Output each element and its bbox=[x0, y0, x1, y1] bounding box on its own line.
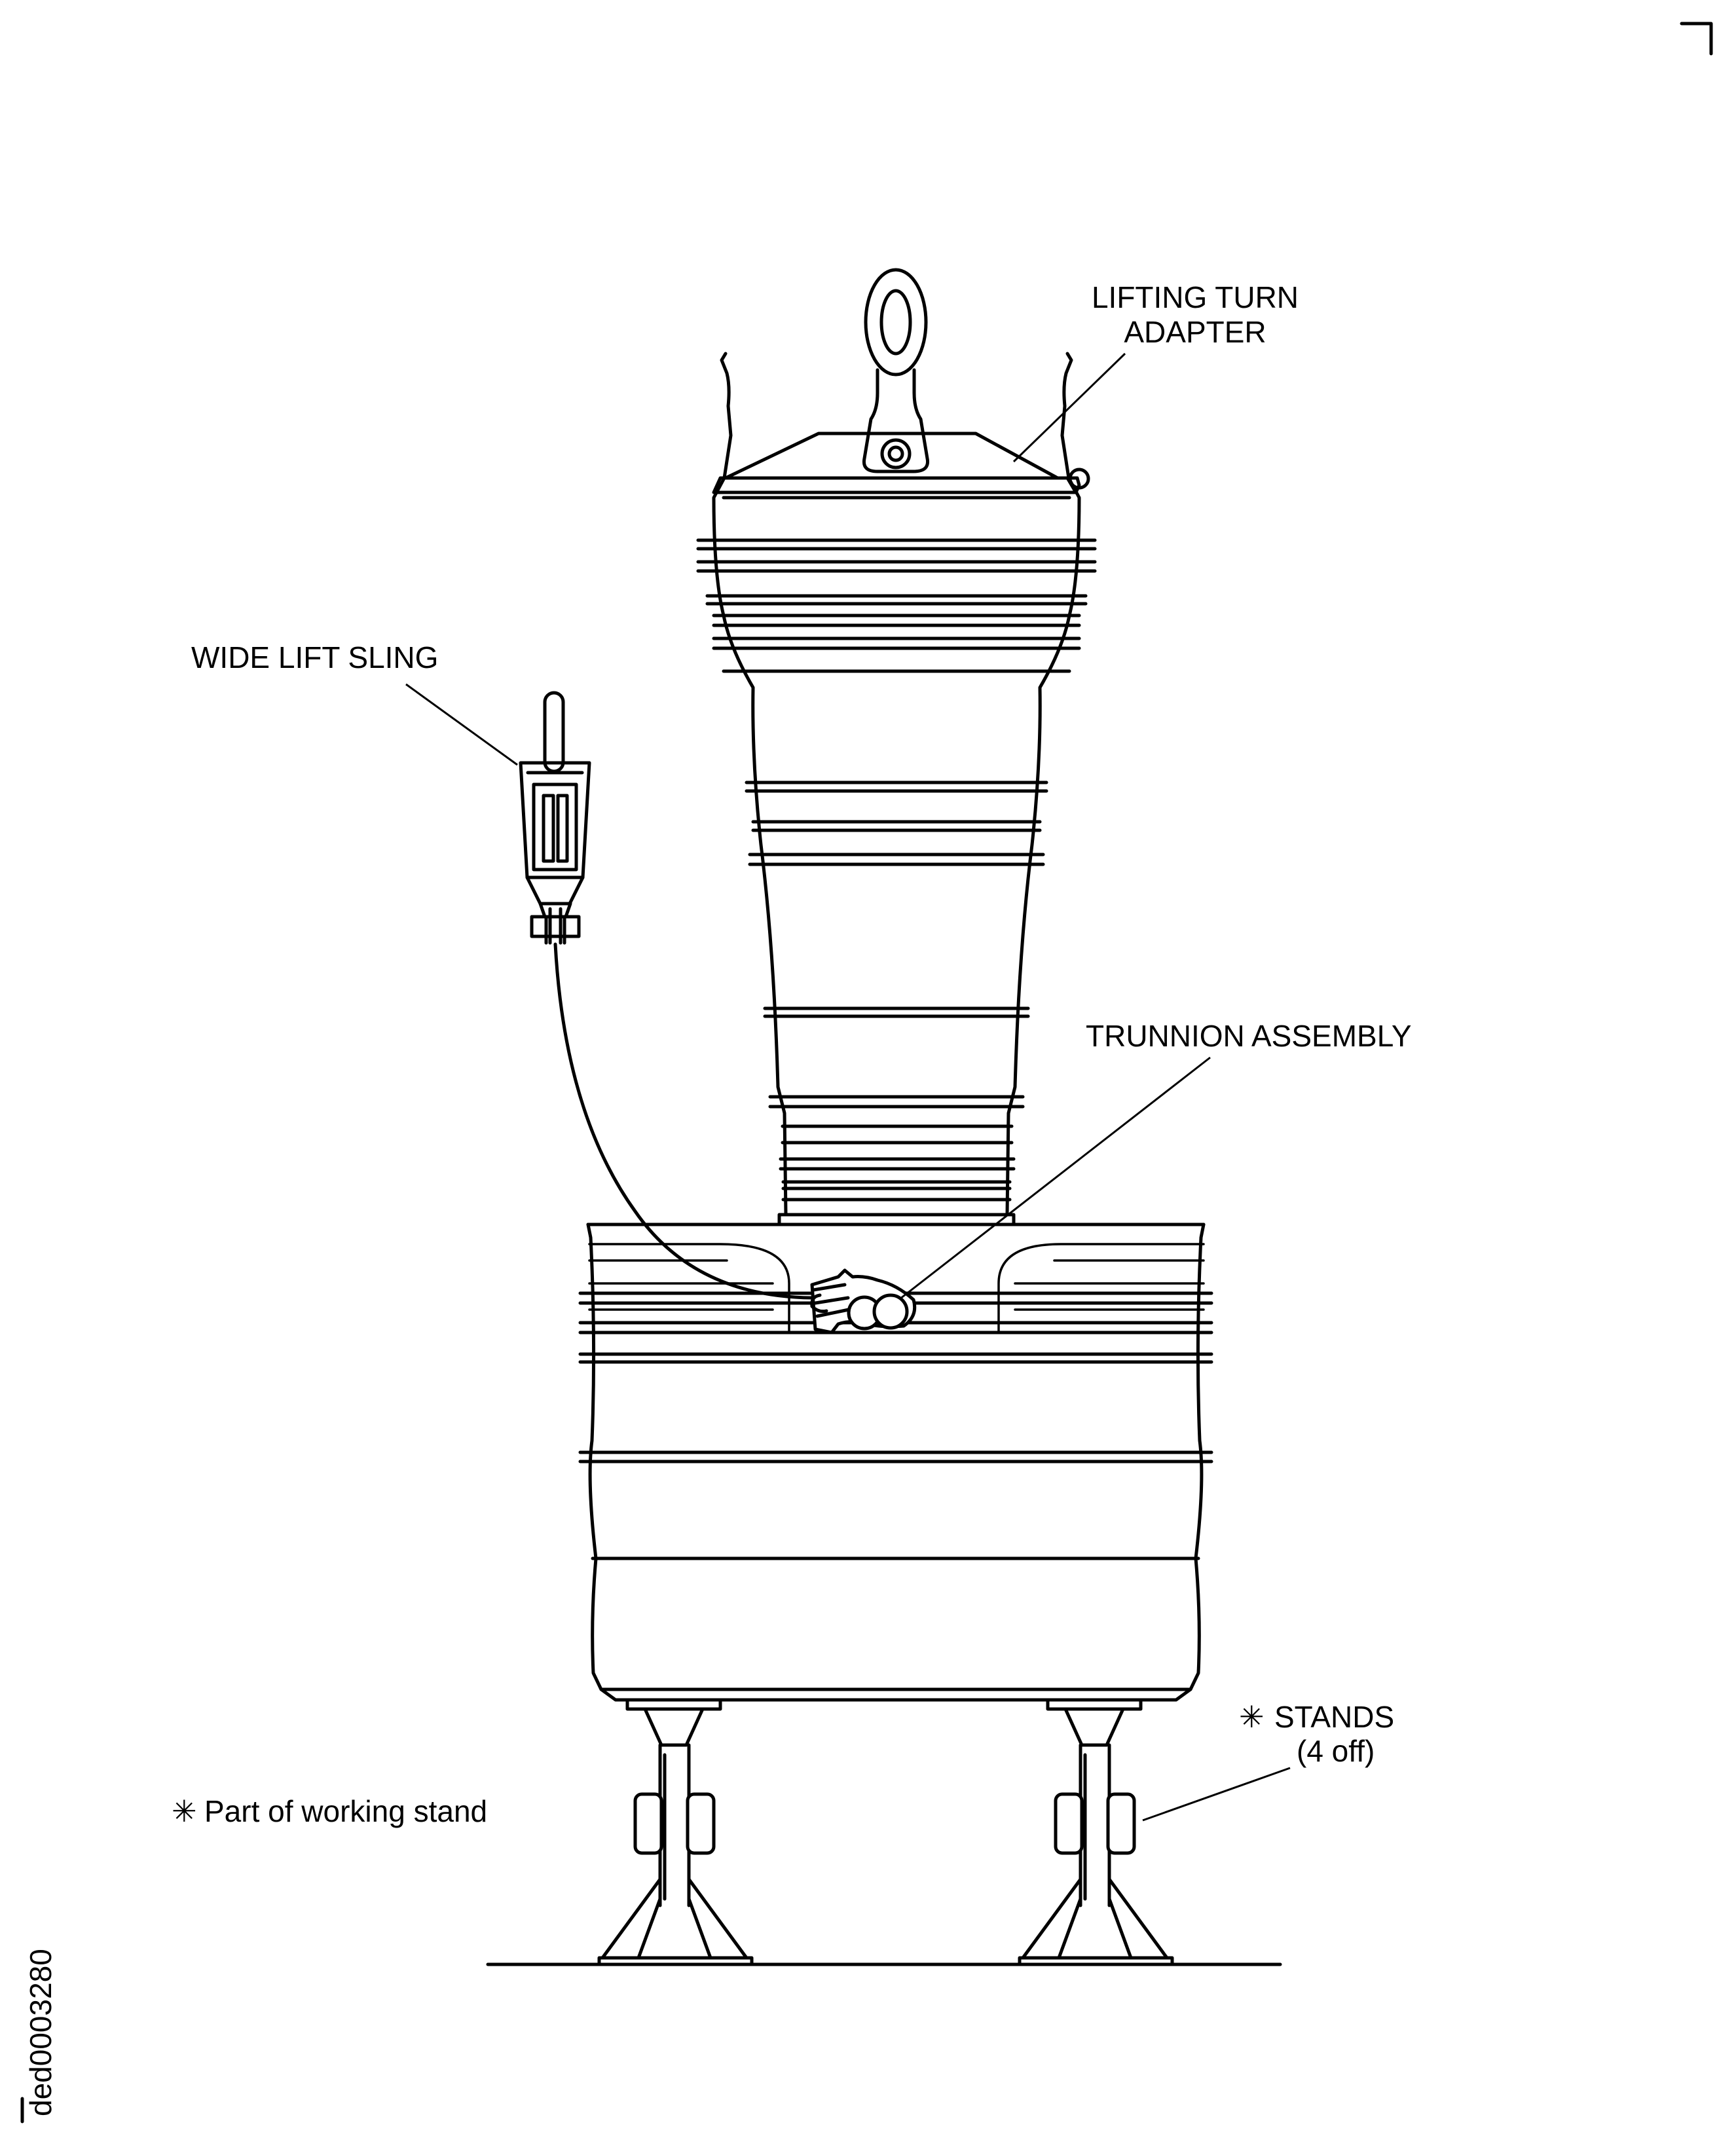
label-lifting-turn-adapter-line1: LIFTING TURN bbox=[1092, 280, 1299, 314]
wide-lift-sling bbox=[519, 691, 591, 945]
leader-wide-lift-sling bbox=[405, 683, 518, 766]
upper-body bbox=[696, 352, 1097, 1226]
lift-cable bbox=[553, 942, 814, 1300]
label-lifting-turn-adapter-line2: ADAPTER bbox=[1124, 315, 1266, 349]
label-stands-line1: STANDS bbox=[1274, 1700, 1394, 1734]
drawing-id: ded0003280 bbox=[24, 1949, 58, 2116]
leader-stands bbox=[1142, 1767, 1291, 1822]
leader-lifting-turn-adapter bbox=[1012, 352, 1126, 463]
footnote-asterisk-icon: ✳ bbox=[172, 1794, 197, 1828]
lifting-turn-adapter bbox=[712, 268, 1090, 500]
stands-asterisk-icon: ✳ bbox=[1239, 1700, 1265, 1734]
corner-mark-top-right bbox=[1680, 22, 1713, 56]
footnote-text: Part of working stand bbox=[204, 1794, 487, 1828]
label-stands-line2: (4 off) bbox=[1297, 1734, 1375, 1768]
stand-left bbox=[597, 1698, 754, 1966]
label-trunnion-assembly: TRUNNION ASSEMBLY bbox=[1086, 1019, 1412, 1053]
lower-casing bbox=[578, 1223, 1213, 1702]
leader-trunnion-assembly bbox=[900, 1056, 1211, 1300]
trunnion-assembly bbox=[810, 1268, 917, 1334]
stand-right bbox=[1018, 1698, 1174, 1966]
leader-lines bbox=[405, 352, 1291, 1822]
label-wide-lift-sling: WIDE LIFT SLING bbox=[191, 640, 438, 674]
